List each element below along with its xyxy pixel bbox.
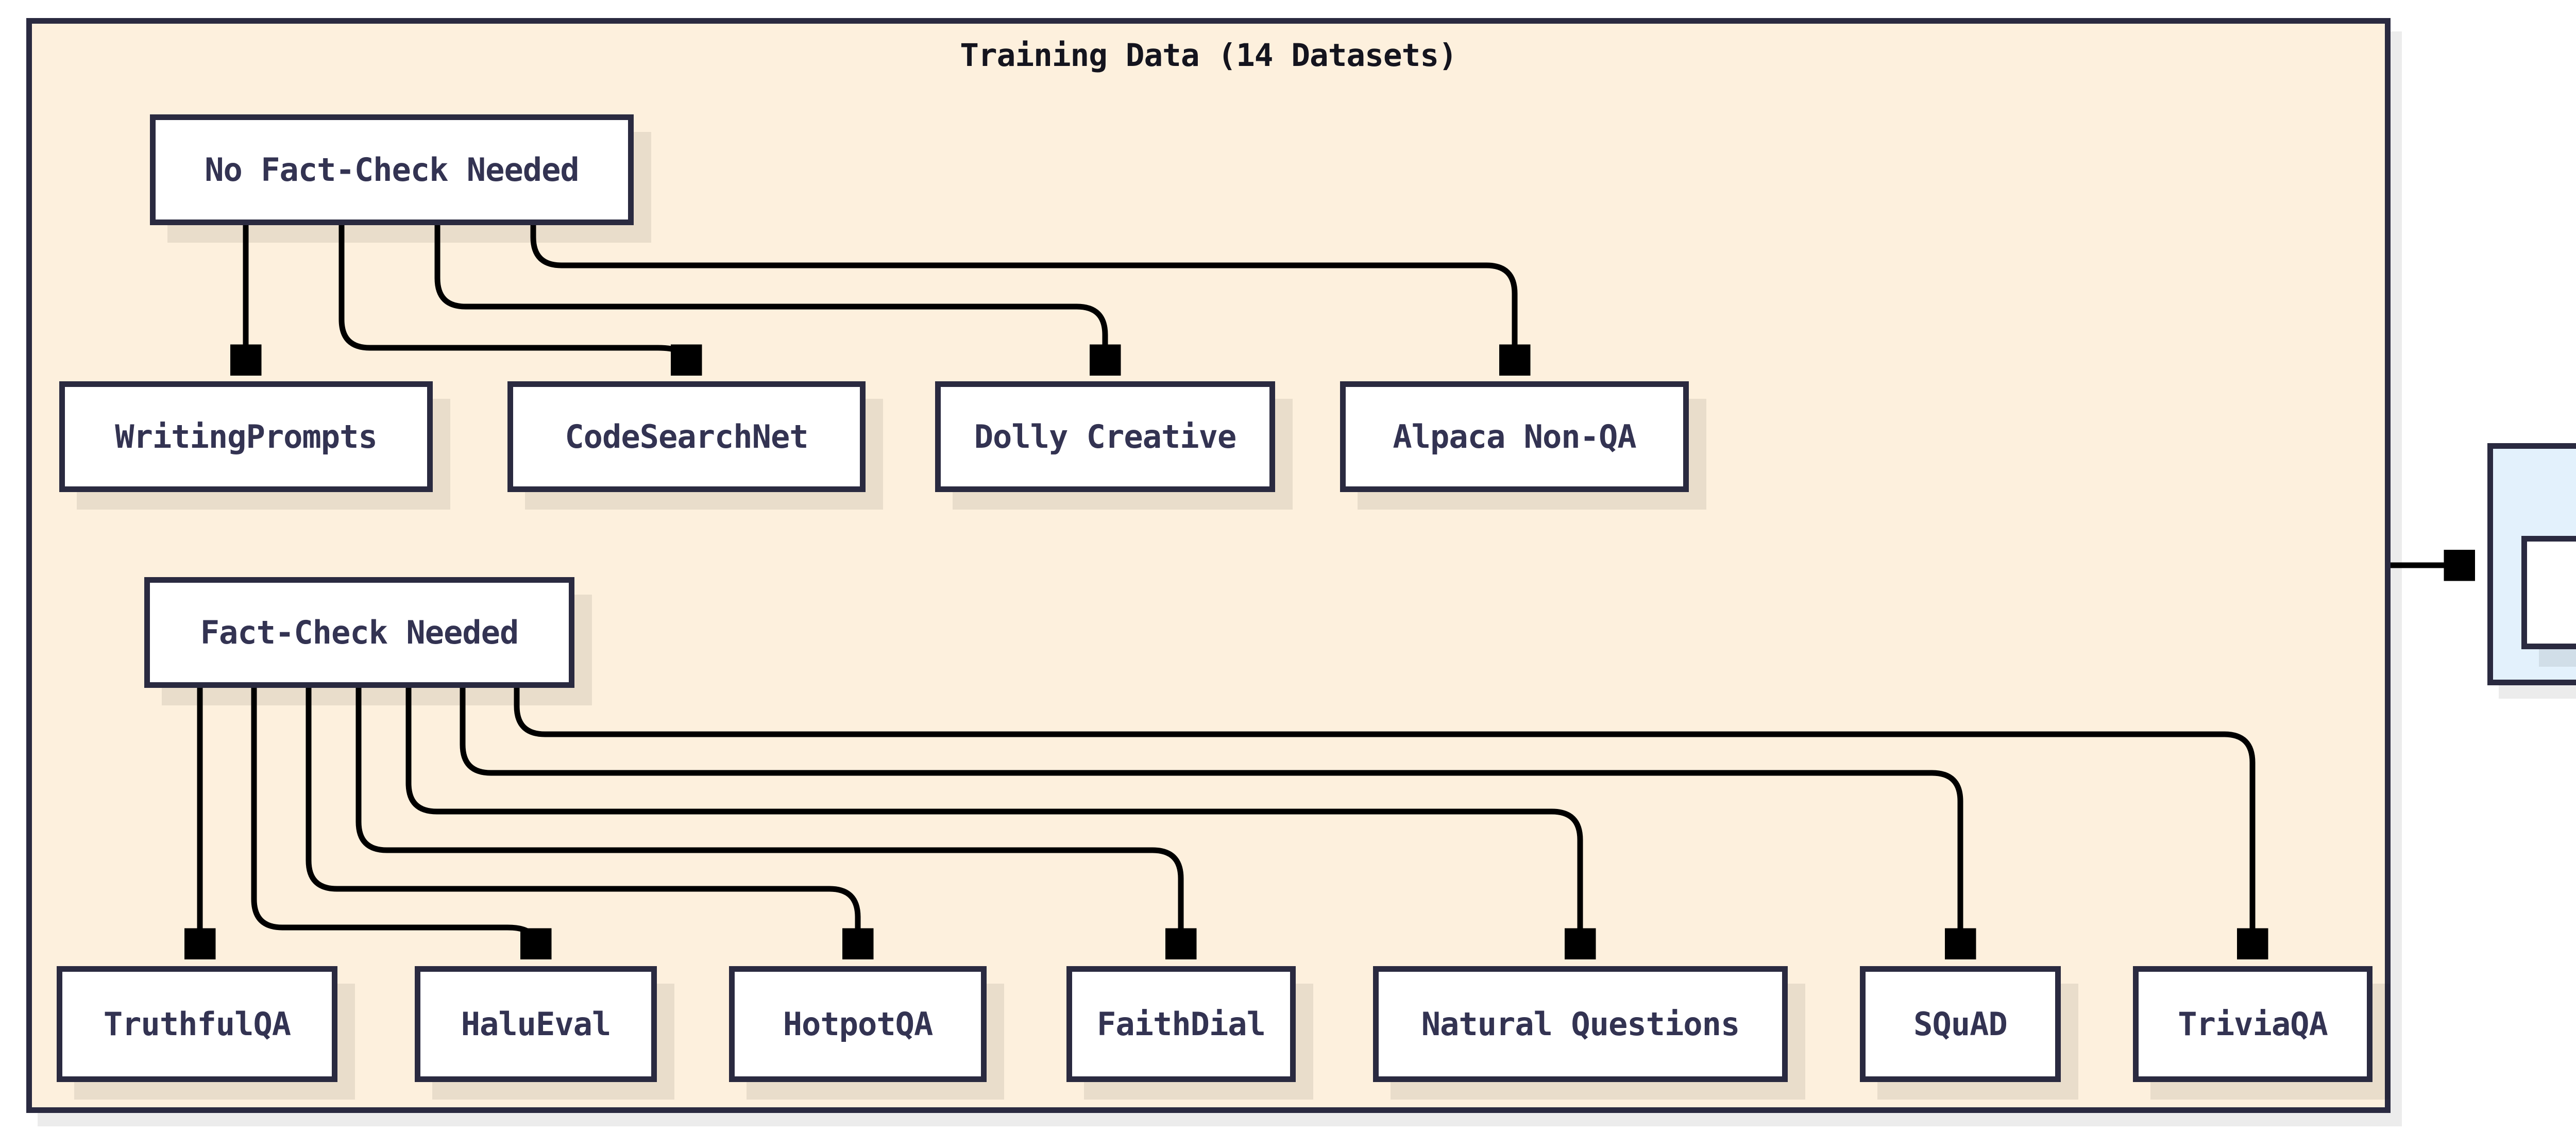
node-triviaqa: TriviaQA xyxy=(2133,966,2372,1082)
node-no-fact-check-needed: No Fact-Check Needed xyxy=(150,114,634,225)
node-truthfulqa: TruthfulQA xyxy=(57,966,337,1082)
node-writingprompts: WritingPrompts xyxy=(59,381,433,492)
edge-factcheck-to-triviaqa xyxy=(514,688,2252,955)
node-squad: SQuAD xyxy=(1860,966,2061,1082)
node-hotpotqa: HotpotQA xyxy=(729,966,987,1082)
node-dolly-creative: Dolly Creative xyxy=(935,381,1275,492)
node-faithdial: FaithDial xyxy=(1066,966,1296,1082)
edge-nofactcheck-to-codesearchnet xyxy=(338,225,686,371)
edge-factcheck-to-halueval xyxy=(251,688,536,955)
edge-factcheck-to-hotpotqa xyxy=(306,688,858,955)
training-data-title: Training Data (14 Datasets) xyxy=(960,37,1458,74)
edge-factcheck-to-faithdial xyxy=(355,688,1181,955)
edge-factcheck-to-naturalquestions xyxy=(405,688,1580,955)
edge-factcheck-to-squad xyxy=(460,688,1960,955)
node-modernbert-base: ModernBERT Base xyxy=(2521,536,2576,649)
edge-nofactcheck-to-alpacanonqa xyxy=(530,225,1515,371)
node-alpaca-non-qa: Alpaca Non-QA xyxy=(1340,381,1689,492)
node-codesearchnet: CodeSearchNet xyxy=(507,381,866,492)
node-halueval: HaluEval xyxy=(415,966,657,1082)
edge-nofactcheck-to-dollycreative xyxy=(434,225,1105,371)
node-fact-check-needed: Fact-Check Needed xyxy=(144,577,574,688)
node-natural-questions: Natural Questions xyxy=(1373,966,1788,1082)
